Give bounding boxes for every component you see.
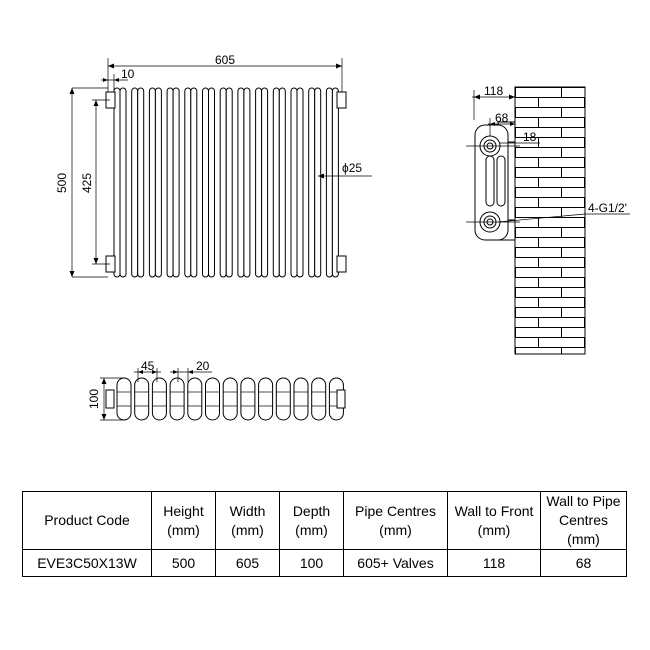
radiator-section-plan xyxy=(311,377,327,421)
radiator-column xyxy=(325,87,333,278)
radiator-section-plan xyxy=(275,377,291,421)
section-gap-label: 20 xyxy=(196,359,210,373)
radiator-column xyxy=(272,87,280,278)
radiator-column xyxy=(154,87,162,278)
radiator-column xyxy=(296,87,304,278)
centres-dimension-label: 425 xyxy=(80,173,94,193)
wall-to-front-label: 118 xyxy=(484,84,503,98)
side-view: 118 68 18 4-G1/2' xyxy=(466,84,630,355)
cell-wall-to-pipe-centres: 68 xyxy=(540,549,627,577)
height-dimension-label: 500 xyxy=(55,173,69,193)
cell-depth: 100 xyxy=(279,549,344,577)
radiator-column xyxy=(119,87,127,278)
radiator-section-plan xyxy=(134,377,150,421)
table-header-row: Product Code Height (mm) Width (mm) Dept… xyxy=(22,491,627,550)
radiator-column xyxy=(278,87,286,278)
section-width-label: 45 xyxy=(141,359,155,373)
radiator-column xyxy=(243,87,251,278)
radiator-column xyxy=(290,87,298,278)
radiator-section-plan xyxy=(222,377,238,421)
radiator-column xyxy=(113,87,121,278)
header-height: Height (mm) xyxy=(151,491,216,550)
radiator-column xyxy=(237,87,245,278)
header-width: Width (mm) xyxy=(215,491,280,550)
radiator-column xyxy=(225,87,233,278)
thread-spec-label: 4-G1/2' xyxy=(588,201,627,215)
radiator-column xyxy=(202,87,209,278)
radiator-section-plan xyxy=(151,377,167,421)
radiator-column xyxy=(308,87,316,278)
header-product-code: Product Code xyxy=(22,491,152,550)
radiator-column xyxy=(314,87,322,278)
radiator-column xyxy=(208,87,215,278)
radiator-column xyxy=(131,87,139,278)
depth-dimension-label: 100 xyxy=(87,389,101,409)
radiator-section-plan xyxy=(293,377,309,421)
header-pipe-centres: Pipe Centres (mm) xyxy=(343,491,448,550)
front-pipe-stubs xyxy=(105,91,347,273)
front-view: 605 10 500 425 ϕ25 xyxy=(55,53,372,278)
radiator-column xyxy=(261,87,269,278)
pipe-diameter-label: ϕ25 xyxy=(342,161,362,175)
header-wall-to-pipe-centres: Wall to Pipe Centres (mm) xyxy=(540,491,627,550)
width-dimension-label: 605 xyxy=(215,53,235,67)
radiator-section-plan xyxy=(240,377,256,421)
radiator-column xyxy=(148,87,156,278)
wall-to-pipe-label: 68 xyxy=(495,111,509,125)
cell-height: 500 xyxy=(151,549,216,577)
pipe-offset-label: 18 xyxy=(523,130,537,144)
radiator-column xyxy=(184,87,192,278)
radiator-column xyxy=(190,87,198,278)
plan-view: 45 20 100 xyxy=(87,359,346,421)
cell-wall-to-front: 118 xyxy=(447,549,541,577)
radiator-column xyxy=(137,87,145,278)
header-wall-to-front: Wall to Front (mm) xyxy=(447,491,541,550)
radiator-column xyxy=(255,87,263,278)
brick-wall xyxy=(514,86,586,355)
radiator-section-plan xyxy=(205,377,220,421)
offset-dimension-label: 10 xyxy=(121,67,135,81)
spec-table: Product Code Height (mm) Width (mm) Dept… xyxy=(22,491,627,577)
table-row: EVE3C50X13W 500 605 100 605+ Valves 118 … xyxy=(22,549,627,577)
radiator-column xyxy=(219,87,227,278)
radiator-section-plan xyxy=(116,377,132,421)
cell-pipe-centres: 605+ Valves xyxy=(343,549,448,577)
cell-product-code: EVE3C50X13W xyxy=(22,549,152,577)
radiator-section-plan xyxy=(187,377,203,421)
header-depth: Depth (mm) xyxy=(279,491,344,550)
radiator-column xyxy=(166,87,174,278)
cell-width: 605 xyxy=(215,549,280,577)
radiator-column xyxy=(172,87,180,278)
plan-columns xyxy=(116,377,344,421)
front-columns xyxy=(113,87,339,278)
radiator-column xyxy=(331,87,339,278)
radiator-section-plan xyxy=(258,377,274,421)
radiator-section-plan xyxy=(169,377,185,421)
